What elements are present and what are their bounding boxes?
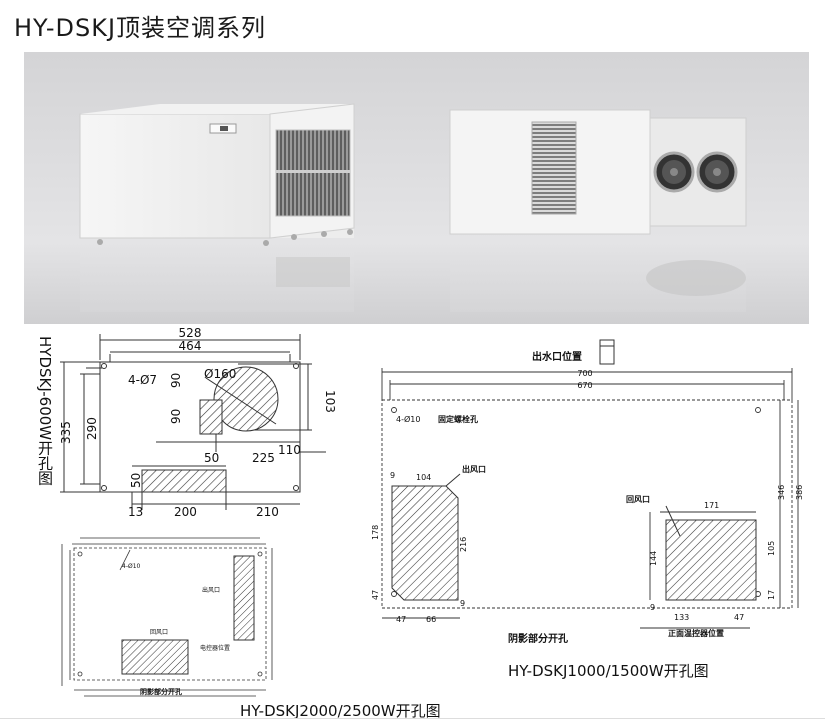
dim-144: 144 (649, 551, 658, 566)
dim-133: 133 (674, 613, 689, 622)
dim-9b: 9 (460, 599, 465, 608)
caption-2000w: HY-DSKJ2000/2500W开孔图 (240, 702, 441, 720)
dim-50b: 50 (129, 473, 143, 488)
drawing-1000w: 出水口位置 700 670 4-Ø10 固定螺栓孔 出风口 回风口 104 17… (371, 339, 804, 645)
dim-90b: 90 (169, 409, 183, 424)
dim-9a: 9 (390, 471, 395, 480)
small-holes: 4-Ø10 (122, 563, 141, 570)
inlet-label: 回风口 (626, 495, 650, 504)
dim-346: 346 (777, 485, 786, 500)
bottom-divider (0, 718, 825, 719)
product-photo (24, 52, 809, 324)
dim-225: 225 (252, 451, 275, 465)
dim-210: 210 (256, 505, 279, 519)
dim-47c: 47 (734, 613, 744, 622)
dim-670: 670 (577, 381, 592, 390)
controller-label: 正面温控器位置 (668, 628, 724, 638)
dim-290: 290 (85, 417, 99, 440)
dim-200: 200 (174, 505, 197, 519)
d600-side-label: HYDSKJ-600W开孔图 (36, 336, 54, 486)
dim-90a: 90 (169, 373, 183, 388)
dim-103: 103 (323, 390, 337, 413)
small-controller: 电控器位置 (200, 644, 230, 652)
dim-holes: 4-Ø7 (128, 373, 157, 387)
dim-holes2: 4-Ø10 (396, 414, 420, 424)
holes-note: 固定螺栓孔 (438, 414, 478, 424)
small-outlet: 出风口 (202, 586, 220, 594)
dim-47a: 47 (371, 590, 380, 600)
small-inlet: 回风口 (150, 629, 168, 636)
page-title: HY-DSKJ顶装空调系列 (14, 14, 267, 42)
unit-600w-photo (79, 103, 355, 312)
dim-13: 13 (128, 505, 143, 519)
dim-47b: 47 (396, 615, 406, 624)
shaded-label-1000: 阴影部分开孔 (508, 632, 568, 645)
dim-528: 528 (179, 326, 202, 340)
dim-335: 335 (59, 421, 73, 444)
shaded-label-2000: 阴影部分开孔 (140, 687, 182, 696)
dim-464: 464 (179, 339, 202, 353)
drain-label: 出水口位置 (532, 350, 582, 363)
outlet-label: 出风口 (462, 464, 486, 474)
drawing-600w: 528 464 4-Ø7 Ø160 103 90 90 335 290 110 … (59, 326, 337, 519)
dim-66: 66 (426, 615, 436, 624)
dim-216: 216 (459, 537, 468, 552)
unit-1000w-photo (449, 109, 747, 312)
dim-178: 178 (371, 525, 380, 540)
dim-386: 386 (795, 485, 804, 500)
dim-105: 105 (767, 541, 776, 556)
caption-1000w: HY-DSKJ1000/1500W开孔图 (508, 662, 709, 680)
dim-110: 110 (278, 443, 301, 457)
drawing-2000w: 4-Ø10 回风口 出风口 电控器位置 阴影部分开孔 (61, 537, 273, 697)
dim-50: 50 (204, 451, 219, 465)
dim-104: 104 (416, 473, 431, 482)
dim-9c: 9 (650, 603, 655, 612)
dim-17: 17 (767, 590, 776, 600)
dim-d160: Ø160 (204, 367, 236, 381)
dim-700: 700 (577, 369, 592, 378)
dim-171: 171 (704, 501, 719, 510)
